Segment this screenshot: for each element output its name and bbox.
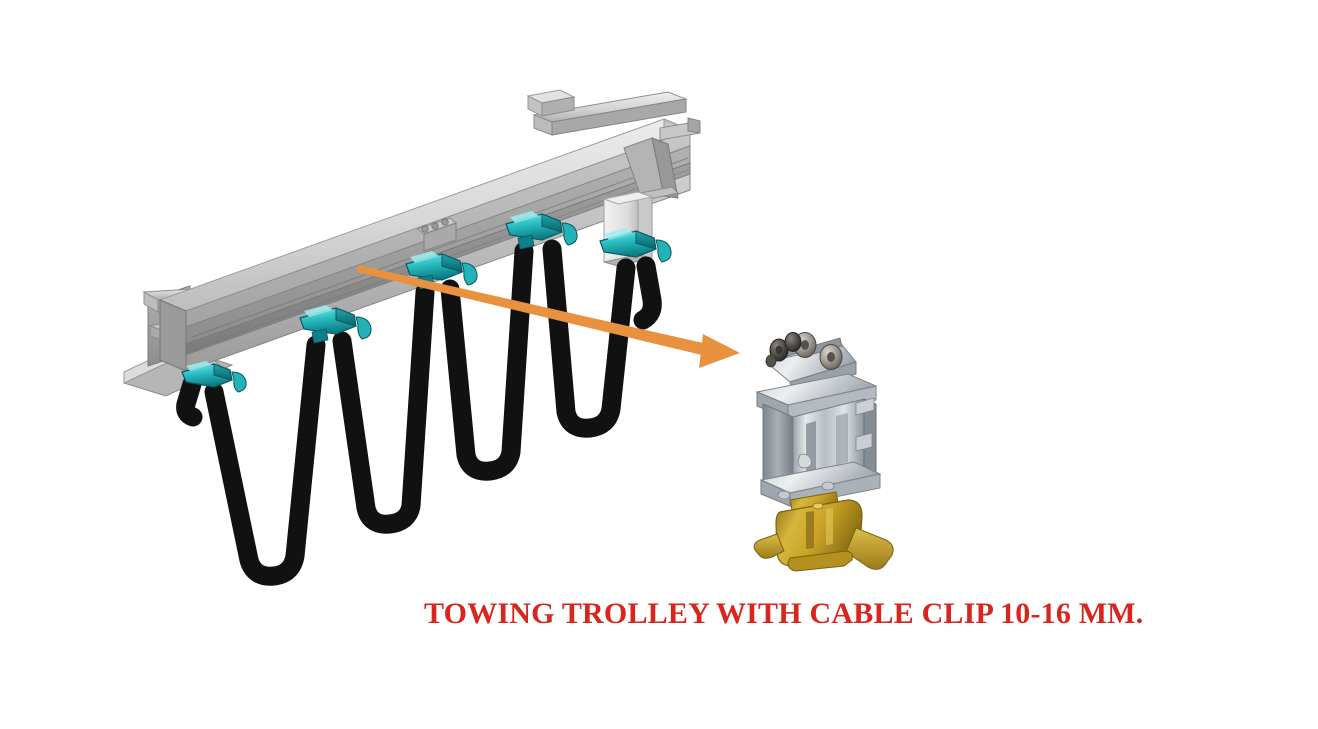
rail-trolley-detail — [416, 217, 458, 252]
pointer-arrow — [357, 265, 740, 368]
figure-caption: TOWING TROLLEY WITH CABLE CLIP 10-16 MM. — [424, 597, 1144, 630]
cable-clip-2 — [299, 305, 372, 344]
trolley-roller-assembly — [764, 332, 857, 394]
cable-clip-1 — [181, 361, 247, 393]
yellow-cable-clip — [753, 491, 894, 572]
cross-beam-right — [526, 89, 701, 203]
cable-clip-4 — [505, 211, 578, 250]
festoon-cable — [176, 239, 662, 586]
cable-clip-5 — [599, 228, 672, 263]
trolley-body — [755, 373, 882, 507]
